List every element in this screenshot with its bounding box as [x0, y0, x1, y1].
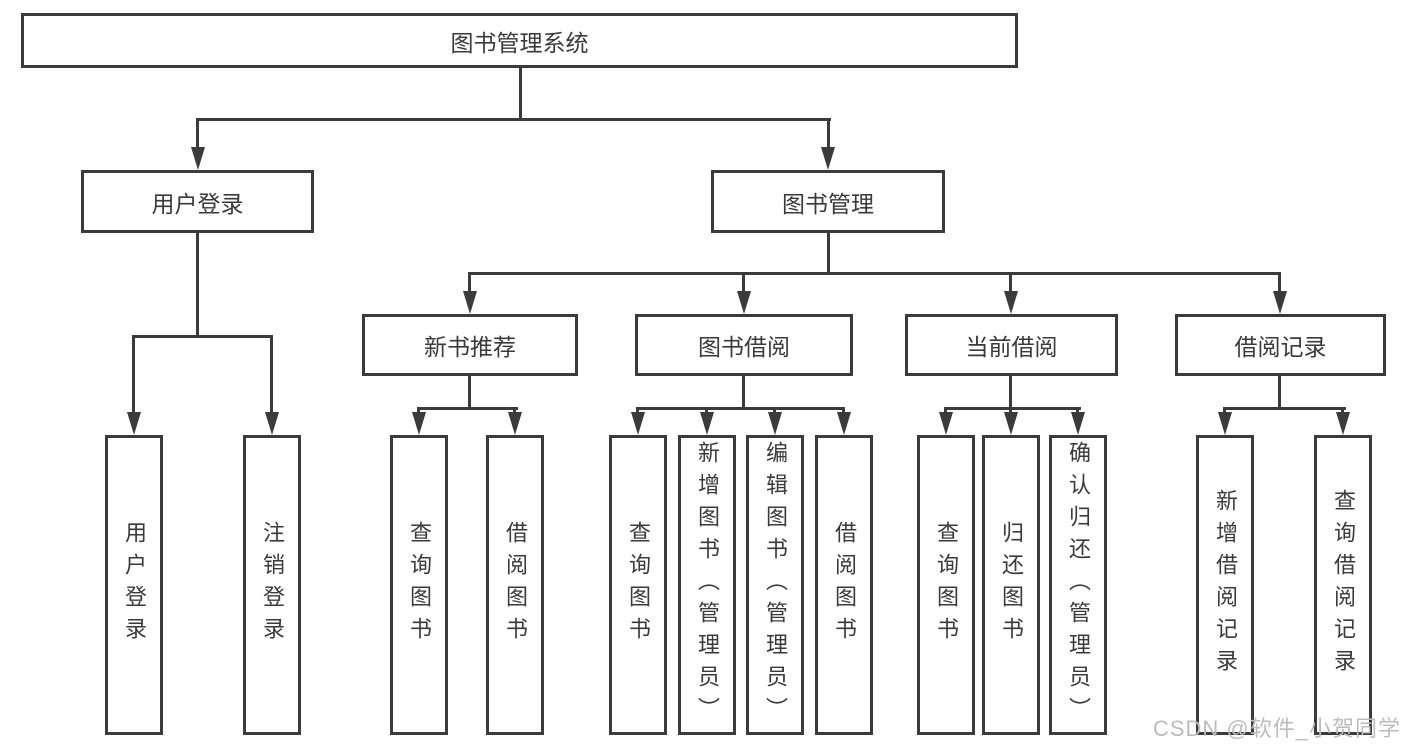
- arrow-down-icon: [1004, 291, 1018, 314]
- leaf-label: 查询图书: [626, 521, 651, 649]
- connector-vline: [270, 335, 273, 415]
- connector-vline: [132, 335, 135, 415]
- leaf-label: 新增图书（管理员）: [695, 441, 720, 729]
- leaf-label: 编辑图书（管理员）: [763, 441, 788, 729]
- connector-vline: [519, 68, 522, 118]
- arrow-down-icon: [1004, 412, 1018, 435]
- connector-vline: [1009, 407, 1012, 415]
- connector-vline: [705, 407, 708, 415]
- leaf-label: 确认归还（管理员）: [1066, 441, 1091, 729]
- connector-hline: [944, 407, 1081, 410]
- node-root: 图书管理系统: [21, 13, 1018, 68]
- connector-vline: [196, 233, 199, 338]
- arrow-down-icon: [412, 412, 426, 435]
- connector-vline: [417, 407, 420, 415]
- arrow-down-icon: [837, 412, 851, 435]
- arrow-down-icon: [127, 412, 141, 435]
- leaf-query-books-recommend: 查询图书: [390, 435, 448, 735]
- node-root-label: 图书管理系统: [450, 29, 589, 56]
- connector-vline: [513, 407, 516, 415]
- connector-hline: [636, 407, 845, 410]
- leaf-query-books-current: 查询图书: [917, 435, 975, 735]
- leaf-logout: 注销登录: [243, 435, 301, 735]
- connector-vline: [1278, 376, 1281, 410]
- node-book-borrow: 图书借阅: [635, 314, 853, 376]
- leaf-label: 新增借阅记录: [1213, 489, 1238, 681]
- leaf-label: 查询借阅记录: [1331, 489, 1356, 681]
- arrow-down-icon: [821, 147, 835, 170]
- node-label: 新书推荐: [424, 334, 516, 360]
- node-new-book-recommend: 新书推荐: [362, 314, 578, 376]
- arrow-down-icon: [700, 412, 714, 435]
- connector-vline: [944, 407, 947, 415]
- node-book-management: 图书管理: [711, 170, 945, 233]
- arrow-down-icon: [939, 412, 953, 435]
- arrow-down-icon: [191, 147, 205, 170]
- arrow-down-icon: [737, 291, 751, 314]
- connector-hline: [196, 118, 831, 121]
- node-borrow-records: 借阅记录: [1175, 314, 1386, 376]
- arrow-down-icon: [631, 412, 645, 435]
- leaf-label: 注销登录: [260, 521, 285, 649]
- arrow-down-icon: [463, 291, 477, 314]
- connector-vline: [1009, 272, 1012, 294]
- connector-vline: [1278, 272, 1281, 294]
- node-label: 借阅记录: [1234, 334, 1327, 360]
- leaf-edit-book-admin: 编辑图书（管理员）: [746, 435, 804, 735]
- node-current-borrow: 当前借阅: [905, 314, 1118, 376]
- leaf-add-borrow-record: 新增借阅记录: [1196, 435, 1254, 735]
- arrow-down-icon: [508, 412, 522, 435]
- connector-vline: [196, 118, 199, 150]
- leaf-borrow-books-recommend: 借阅图书: [486, 435, 544, 735]
- connector-vline: [1223, 407, 1226, 415]
- connector-hline: [1223, 407, 1346, 410]
- node-label: 图书管理: [782, 190, 874, 217]
- arrow-down-icon: [1071, 412, 1085, 435]
- arrow-down-icon: [1273, 291, 1287, 314]
- leaf-label: 借阅图书: [832, 521, 857, 649]
- leaf-label: 用户登录: [122, 521, 147, 649]
- connector-vline: [1076, 407, 1079, 415]
- connector-vline: [827, 233, 830, 275]
- connector-vline: [842, 407, 845, 415]
- connector-vline: [742, 376, 745, 410]
- arrow-down-icon: [1218, 412, 1232, 435]
- connector-vline: [742, 272, 745, 294]
- node-label: 用户登录: [151, 190, 244, 217]
- connector-hline: [468, 272, 1281, 275]
- arrow-down-icon: [265, 412, 279, 435]
- watermark: CSDN @软件_小贺同学: [1152, 716, 1401, 741]
- leaf-query-books-borrow: 查询图书: [609, 435, 667, 735]
- leaf-borrow-books: 借阅图书: [815, 435, 873, 735]
- connector-vline: [773, 407, 776, 415]
- leaf-label: 归还图书: [999, 521, 1024, 649]
- connector-vline: [827, 118, 830, 150]
- leaf-confirm-return-admin: 确认归还（管理员）: [1049, 435, 1107, 735]
- leaf-label: 查询图书: [934, 521, 959, 649]
- node-label: 当前借阅: [965, 334, 1058, 360]
- arrow-down-icon: [1336, 412, 1350, 435]
- connector-vline: [468, 272, 471, 294]
- leaf-return-books: 归还图书: [982, 435, 1040, 735]
- connector-vline: [636, 407, 639, 415]
- leaf-add-book-admin: 新增图书（管理员）: [678, 435, 736, 735]
- connector-vline: [468, 376, 471, 410]
- connector-vline: [1009, 376, 1012, 410]
- leaf-query-borrow-record: 查询借阅记录: [1314, 435, 1372, 735]
- node-label: 图书借阅: [698, 334, 790, 360]
- arrow-down-icon: [768, 412, 782, 435]
- leaf-user-login: 用户登录: [105, 435, 163, 735]
- leaf-label: 查询图书: [407, 521, 432, 649]
- connector-vline: [1341, 407, 1344, 415]
- connector-hline: [417, 407, 518, 410]
- connector-hline: [132, 335, 273, 338]
- node-user-login: 用户登录: [81, 170, 314, 233]
- leaf-label: 借阅图书: [503, 521, 528, 649]
